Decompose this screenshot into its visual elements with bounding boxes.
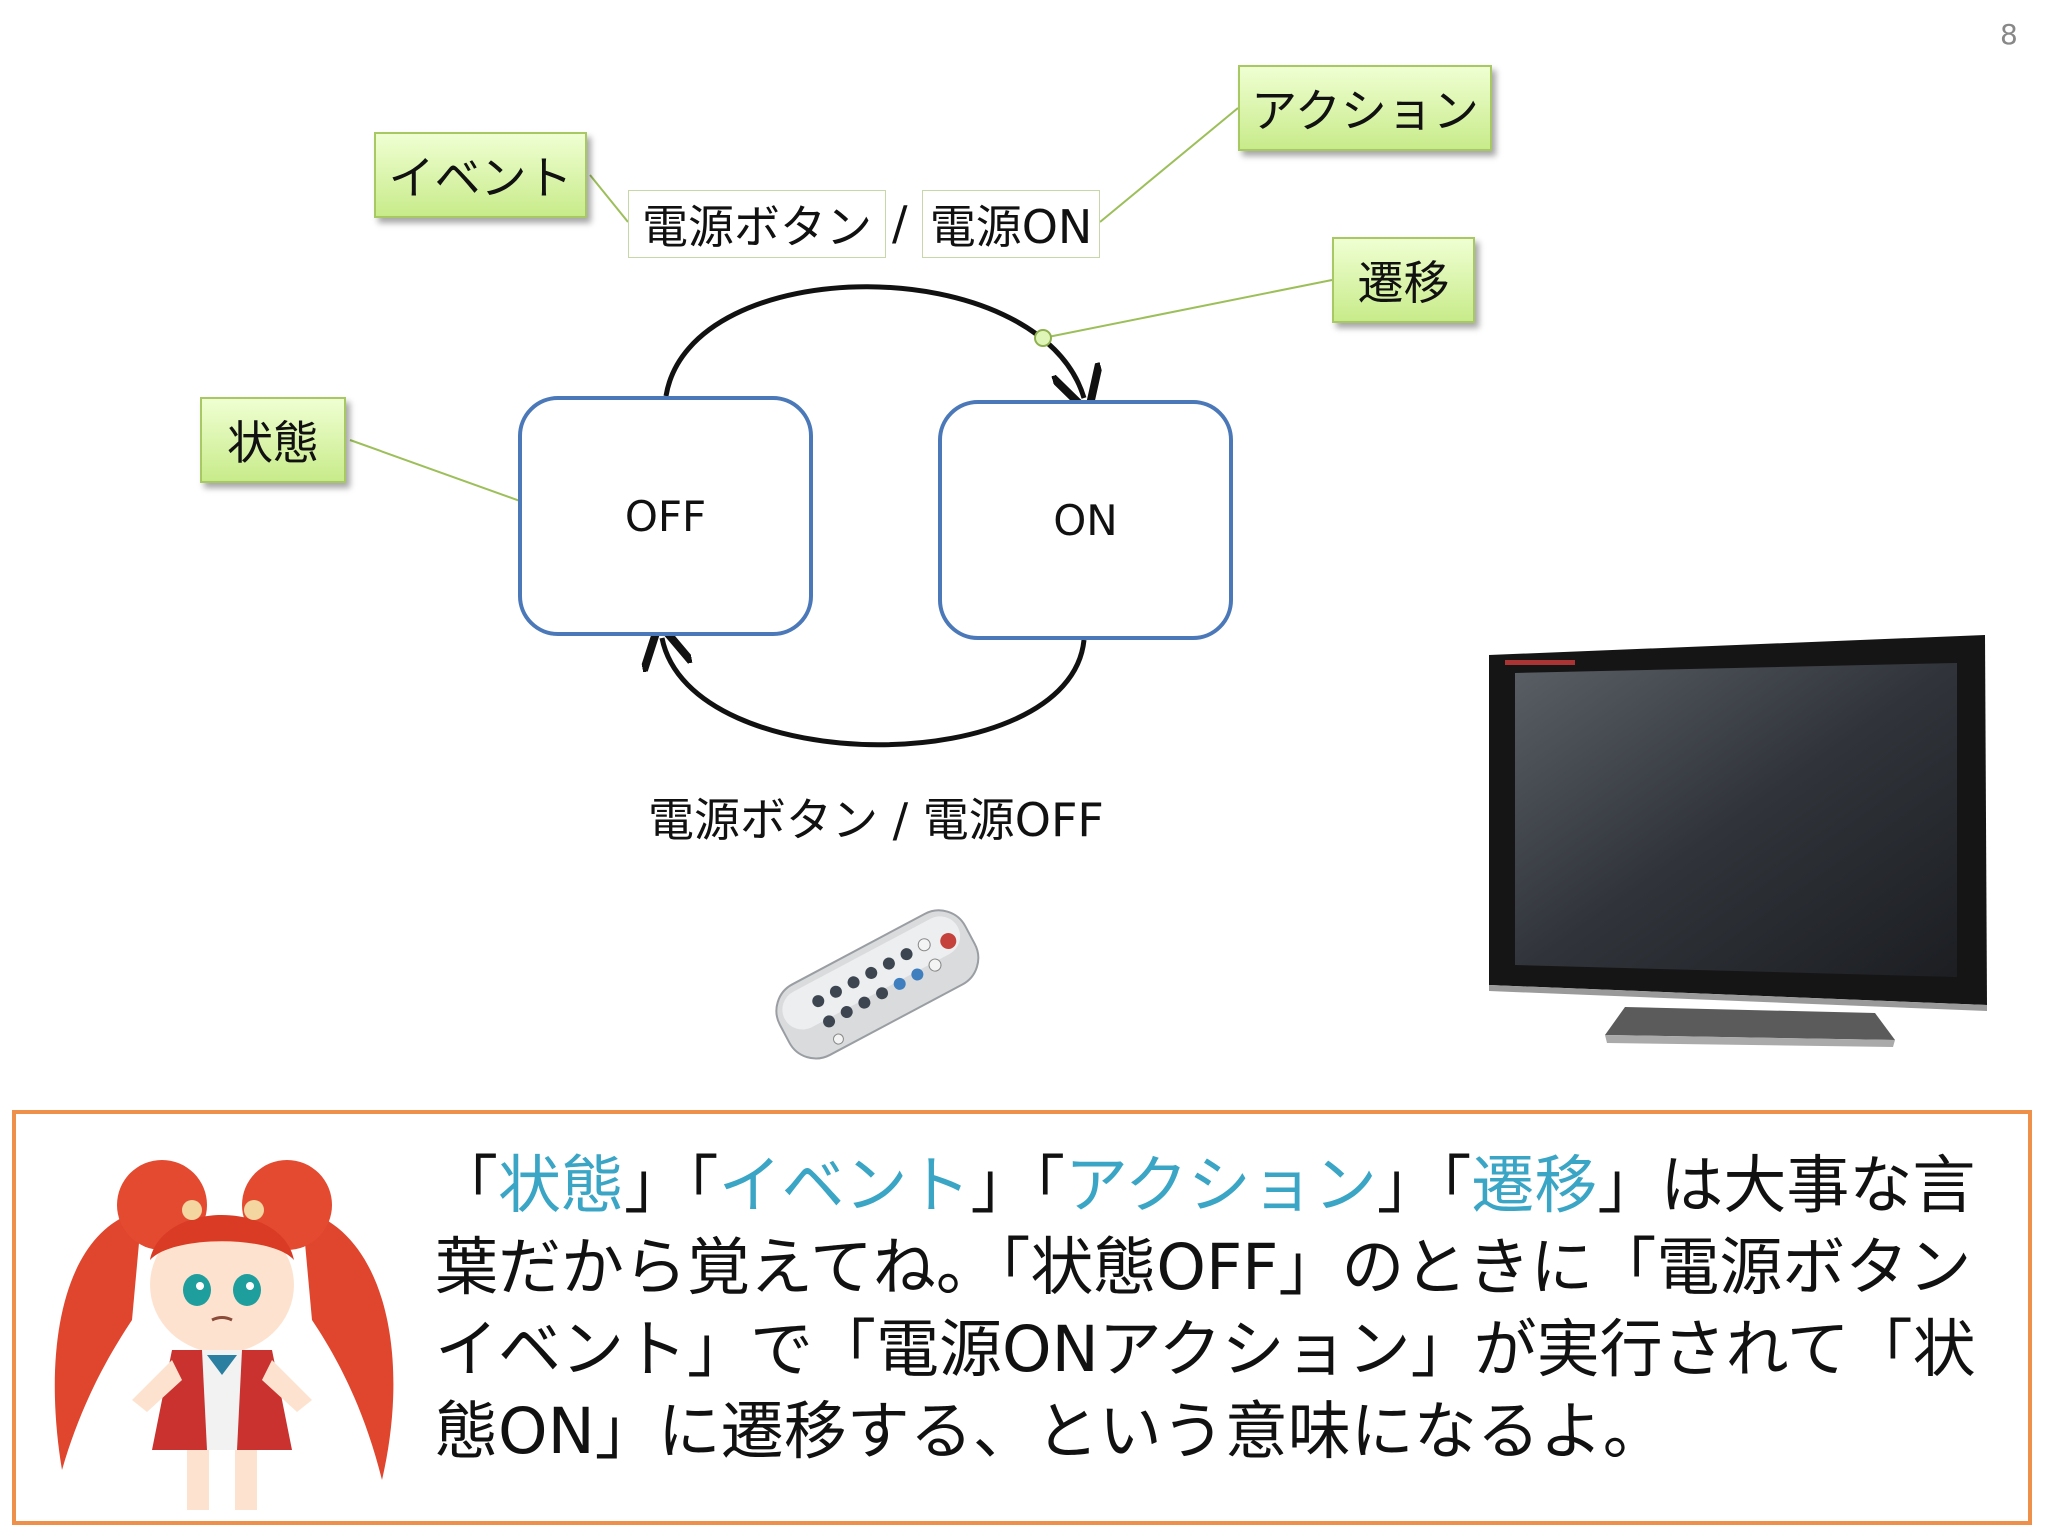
speech-segment: 」「 bbox=[970, 1149, 1066, 1222]
speech-segment: 」「 bbox=[624, 1149, 719, 1222]
transition-arrow-on-to-off bbox=[662, 638, 1087, 748]
television-image bbox=[1489, 635, 1987, 1047]
speech-keyword: アクション bbox=[1065, 1149, 1377, 1222]
callout-event: イベント bbox=[374, 132, 587, 218]
transition-separator: / bbox=[892, 196, 908, 250]
leader-line-transition bbox=[1042, 279, 1333, 339]
anchor-dot-transition bbox=[1034, 329, 1052, 347]
callout-state: 状態 bbox=[200, 397, 346, 483]
transition-arrow-off-to-on bbox=[663, 284, 1084, 398]
page-number: 8 bbox=[2000, 18, 2018, 51]
transition-off-label: 電源ボタン / 電源OFF bbox=[648, 793, 1104, 847]
action-label-box: 電源ON bbox=[922, 190, 1100, 258]
state-on: ON bbox=[938, 400, 1233, 640]
event-label-box: 電源ボタン bbox=[628, 190, 886, 258]
speech-text: 「状態」「イベント」「アクション」「遷移」は大事な言葉だから覚えてね。「状態OF… bbox=[435, 1145, 1995, 1473]
speech-keyword: イベント bbox=[718, 1149, 971, 1222]
character-illustration bbox=[54, 1160, 394, 1510]
speech-keyword: 遷移 bbox=[1471, 1149, 1598, 1222]
leader-line-action bbox=[1099, 107, 1239, 223]
speech-segment: 「 bbox=[435, 1149, 498, 1222]
callout-action: アクション bbox=[1238, 65, 1492, 151]
speech-keyword: 状態 bbox=[498, 1149, 624, 1222]
leader-line-event bbox=[589, 174, 629, 223]
remote-control-image bbox=[775, 909, 980, 1060]
speech-segment: 」「 bbox=[1376, 1149, 1472, 1222]
speech-segment: 」は大事な言葉だから覚えてね。「状態OFF」のときに「電源ボタンイベント」で「電… bbox=[435, 1149, 1976, 1468]
callout-transition: 遷移 bbox=[1332, 237, 1475, 323]
state-off: OFF bbox=[518, 396, 813, 636]
leader-line-state bbox=[349, 439, 546, 511]
